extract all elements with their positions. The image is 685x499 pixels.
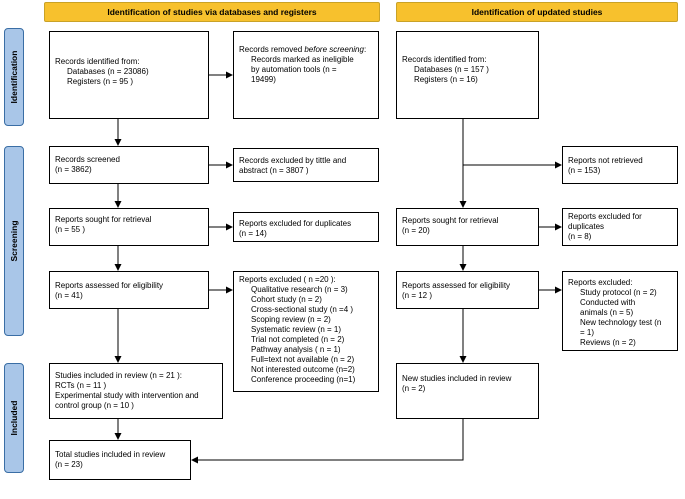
- header-databases-registers: Identification of studies via databases …: [44, 2, 380, 22]
- header-updated-studies: Identification of updated studies: [396, 2, 678, 22]
- updated-records-identified-box: Records identified from: Databases (n = …: [396, 31, 539, 119]
- reports-assessed-title: Reports assessed for eligibility: [55, 281, 164, 290]
- reports-excluded-box: Reports excluded ( n =20 ): Qualitative …: [233, 271, 379, 392]
- total-included-title: Total studies included in review: [55, 450, 166, 459]
- reports-sought-box: Reports sought for retrieval (n = 55 ): [49, 208, 209, 246]
- updated-excluded-item: Study protocol (n = 2): [580, 288, 657, 297]
- reports-excluded-item: Scoping review (n = 2): [251, 315, 331, 324]
- reports-duplicates-box: Reports excluded for duplicates (n = 14): [233, 212, 379, 242]
- new-studies-included-box: New studies included in review (n = 2): [396, 363, 539, 419]
- reports-duplicates-title: Reports excluded for duplicates: [239, 219, 352, 228]
- reports-not-retrieved-n: (n = 153): [568, 166, 601, 175]
- records-removed-line1: Records marked as ineligible: [251, 55, 354, 64]
- updated-dup-line1: Reports excluded for: [568, 212, 642, 221]
- records-screened-title: Records screened: [55, 155, 120, 164]
- updated-assessed-title: Reports assessed for eligibility: [402, 281, 511, 290]
- updated-identified-databases: Databases (n = 157 ): [414, 65, 489, 74]
- records-removed-title: Records removed before screening:: [239, 45, 367, 54]
- reports-sought-title: Reports sought for retrieval: [55, 215, 152, 224]
- records-identified-databases: Databases (n = 23086): [67, 67, 149, 76]
- studies-included-exp2: control group (n = 10 ): [55, 401, 134, 410]
- total-included-n: (n = 23): [55, 460, 83, 469]
- studies-included-title: Studies included in review (n = 21 ):: [55, 371, 182, 380]
- new-studies-n: (n = 2): [402, 384, 426, 393]
- reports-not-retrieved-box: Reports not retrieved (n = 153): [562, 146, 678, 184]
- reports-excluded-item: Systematic review (n = 1): [251, 325, 342, 334]
- updated-reports-assessed-box: Reports assessed for eligibility (n = 12…: [396, 271, 539, 309]
- phase-included: Included: [4, 363, 24, 473]
- records-screened-box: Records screened (n = 3862): [49, 146, 209, 184]
- updated-identified-registers: Registers (n = 16): [414, 75, 478, 84]
- reports-excluded-item: Not interested outcome (n=2): [251, 365, 355, 374]
- reports-excluded-item: Pathway analysis ( n = 1): [251, 345, 341, 354]
- updated-sought-title: Reports sought for retrieval: [402, 216, 499, 225]
- studies-included-rcts: RCTs (n = 11 ): [55, 381, 107, 390]
- reports-assessed-n: (n = 41): [55, 291, 83, 300]
- records-identified-box: Records identified from: Databases (n = …: [49, 31, 209, 119]
- updated-dup-n: (n = 8): [568, 232, 592, 241]
- reports-assessed-box: Reports assessed for eligibility (n = 41…: [49, 271, 209, 309]
- reports-sought-n: (n = 55 ): [55, 225, 86, 234]
- records-identified-registers: Registers (n = 95 ): [67, 77, 134, 86]
- updated-excluded-item: Conducted with: [580, 298, 636, 307]
- reports-excluded-item: Trial not completed (n = 2): [251, 335, 345, 344]
- studies-included-exp1: Experimental study with intervention and: [55, 391, 199, 400]
- reports-duplicates-n: (n = 14): [239, 229, 267, 238]
- updated-sought-n: (n = 20): [402, 226, 430, 235]
- phase-screening: Screening: [4, 146, 24, 336]
- reports-excluded-title: Reports excluded ( n =20 ):: [239, 275, 336, 284]
- updated-duplicates-box: Reports excluded for duplicates (n = 8): [562, 208, 678, 246]
- updated-excluded-item: New technology test (n: [580, 318, 662, 327]
- reports-excluded-item: Cohort study (n = 2): [251, 295, 322, 304]
- reports-excluded-item: Qualitative research (n = 3): [251, 285, 348, 294]
- updated-reports-excluded-box: Reports excluded: Study protocol (n = 2)…: [562, 271, 678, 351]
- updated-assessed-n: (n = 12 ): [402, 291, 433, 300]
- updated-dup-line2: duplicates: [568, 222, 605, 231]
- updated-identified-title: Records identified from:: [402, 55, 487, 64]
- reports-excluded-item: Full=text not available (n = 2): [251, 355, 355, 364]
- records-excluded-title-box: Records excluded by tittle and abstract …: [233, 148, 379, 182]
- updated-excluded-item: animals (n = 5): [580, 308, 634, 317]
- reports-excluded-item: Cross-sectional study (n =4 ): [251, 305, 354, 314]
- records-excluded-line1: Records excluded by tittle and: [239, 156, 347, 165]
- updated-excluded-item: Reviews (n = 2): [580, 338, 636, 347]
- phase-identification: Identification: [4, 28, 24, 126]
- reports-not-retrieved-title: Reports not retrieved: [568, 156, 643, 165]
- records-removed-box: Records removed before screening: Record…: [233, 31, 379, 119]
- records-removed-line3: 19499): [251, 75, 276, 84]
- updated-excluded-title: Reports excluded:: [568, 278, 633, 287]
- records-identified-title: Records identified from:: [55, 57, 140, 66]
- records-removed-line2: by automation tools (n =: [251, 65, 337, 74]
- new-studies-title: New studies included in review: [402, 374, 512, 383]
- total-included-box: Total studies included in review (n = 23…: [49, 440, 191, 480]
- records-screened-n: (n = 3862): [55, 165, 92, 174]
- reports-excluded-item: Conference proceeding (n=1): [251, 375, 356, 384]
- updated-excluded-item: = 1): [580, 328, 595, 337]
- updated-reports-sought-box: Reports sought for retrieval (n = 20): [396, 208, 539, 246]
- arrow-new-to-total: [191, 419, 464, 464]
- records-excluded-line2: abstract (n = 3807 ): [239, 166, 309, 175]
- studies-included-box: Studies included in review (n = 21 ): RC…: [49, 363, 223, 419]
